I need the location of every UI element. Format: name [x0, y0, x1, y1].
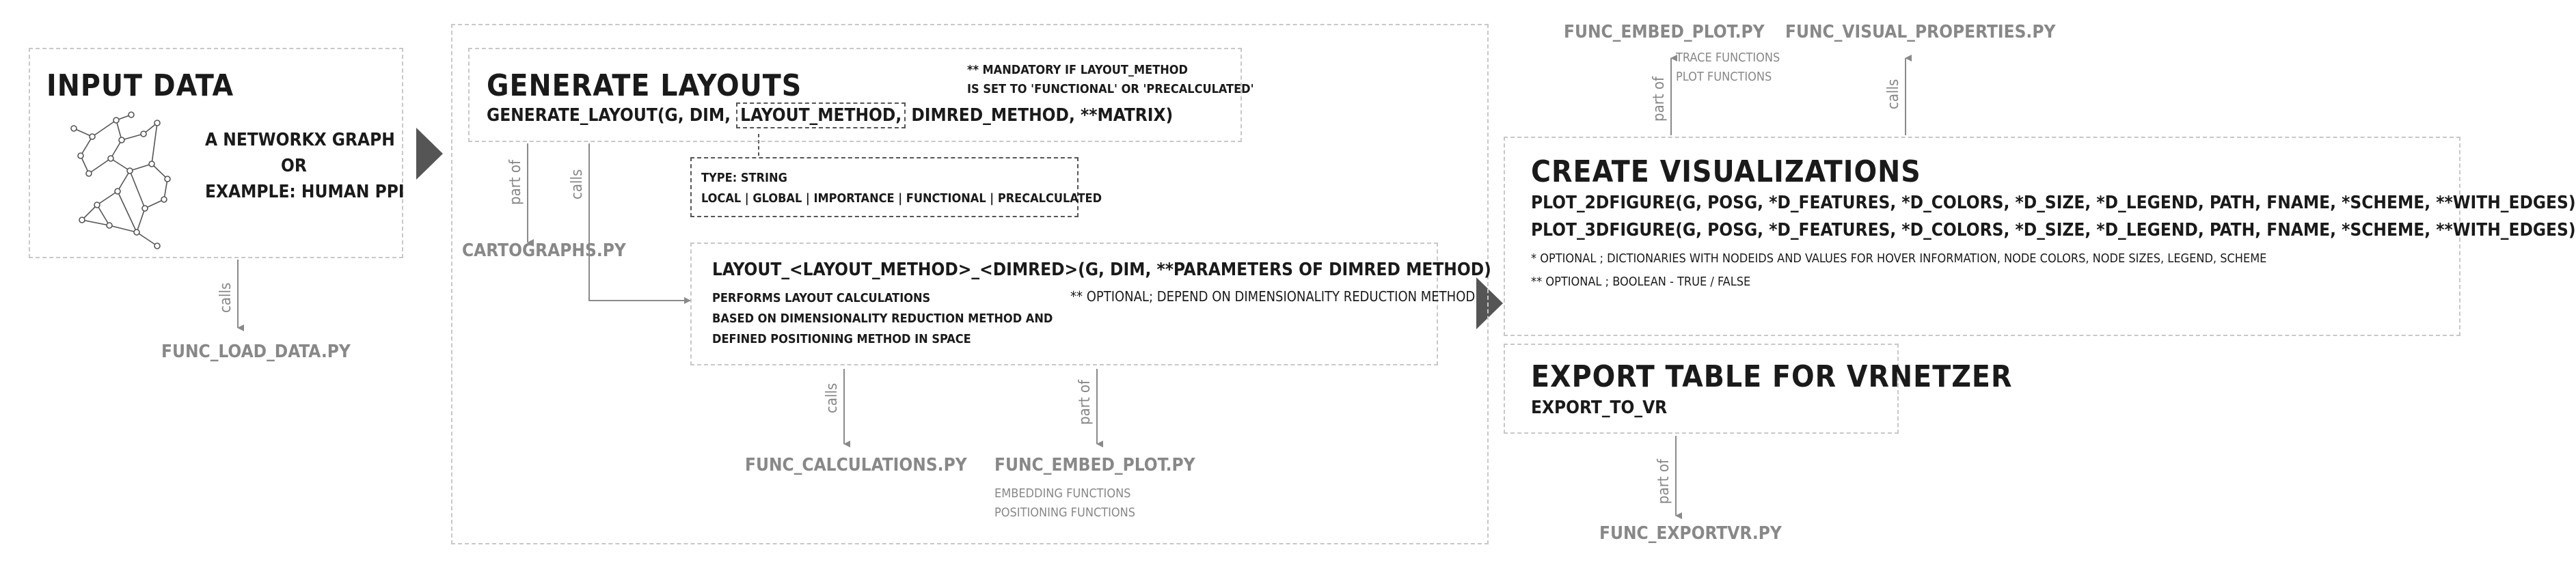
viz-calls-label: calls — [1885, 79, 1902, 109]
cartographs-file: CARTOGRAPHS.PY — [462, 240, 626, 261]
export-signature: EXPORT_TO_VR — [1531, 398, 1668, 418]
export-title: EXPORT TABLE FOR VRNETZER — [1531, 359, 2013, 394]
input-desc-1: A NETWORKX GRAPH — [205, 130, 395, 150]
layout-calc-desc-2: BASED ON DIMENSIONALITY REDUCTION METHOD… — [712, 311, 1053, 326]
viz-optional-note-1: * OPTIONAL ; DICTIONARIES WITH NODEIDS A… — [1531, 251, 2267, 266]
layout-method-type-box — [690, 157, 1079, 217]
create-viz-box — [1504, 137, 2460, 336]
calc-calls-label: calls — [824, 383, 841, 413]
func-exportvr-file: FUNC_EXPORTVR.PY — [1599, 523, 1782, 544]
export-partof-label: part of — [1655, 459, 1672, 504]
signature-pre: GENERATE_LAYOUT(G, DIM, — [487, 105, 731, 126]
input-data-title: INPUT DATA — [46, 68, 234, 103]
network-graph-icon — [70, 111, 171, 249]
layout-calc-desc-1: PERFORMS LAYOUT CALCULATIONS — [712, 291, 931, 305]
viz-partof-label: part of — [1651, 77, 1668, 122]
viz-embed-desc-1: TRACE FUNCTIONS — [1676, 51, 1780, 65]
viz-embed-desc-2: PLOT FUNCTIONS — [1676, 70, 1772, 84]
generate-layout-box — [468, 48, 1242, 142]
layout-calc-signature: LAYOUT_<LAYOUT_METHOD>_<DIMRED>(G, DIM, … — [712, 260, 1491, 280]
layouts-embed-desc-1: EMBEDDING FUNCTIONS — [994, 486, 1131, 501]
layouts-embed-desc-2: POSITIONING FUNCTIONS — [994, 505, 1136, 520]
input-desc-3: EXAMPLE: HUMAN PPI — [205, 182, 405, 202]
layout-calc-note: ** OPTIONAL; DEPEND ON DIMENSIONALITY RE… — [1070, 288, 1476, 305]
arrow-layouts-calls — [588, 143, 691, 304]
input-desc-2: OR — [281, 156, 307, 176]
generate-layout-signature: GENERATE_LAYOUT(G, DIM, LAYOUT_METHOD, D… — [487, 102, 1174, 128]
mandatory-note-2: IS SET TO 'FUNCTIONAL' OR 'PRECALCULATED… — [967, 82, 1254, 96]
input-data-box — [29, 48, 403, 258]
func-load-data-file: FUNC_LOAD_DATA.PY — [161, 342, 351, 362]
flow-arrow-1 — [416, 128, 443, 180]
signature-post: DIMRED_METHOD, **MATRIX) — [911, 105, 1174, 126]
layouts-calls-label: calls — [569, 169, 586, 199]
connector-layer — [70, 55, 1912, 519]
type-options: LOCAL | GLOBAL | IMPORTANCE | FUNCTIONAL… — [701, 191, 1102, 206]
func-visual-properties-file: FUNC_VISUAL_PROPERTIES.PY — [1785, 22, 2056, 42]
layout-method-param: LAYOUT_METHOD, — [736, 102, 906, 128]
type-label: TYPE: STRING — [701, 171, 787, 185]
func-calculations-file: FUNC_CALCULATIONS.PY — [745, 455, 967, 475]
layouts-outer-box — [451, 24, 1489, 544]
viz-optional-note-2: ** OPTIONAL ; BOOLEAN - TRUE / FALSE — [1531, 275, 1751, 289]
layouts-partof-label: part of — [507, 160, 524, 205]
input-calls-label: calls — [217, 282, 234, 313]
export-box — [1504, 344, 1899, 434]
flow-arrow-2 — [1476, 277, 1503, 329]
create-viz-title: CREATE VISUALIZATIONS — [1531, 154, 1921, 189]
plot-2d-signature: PLOT_2DFIGURE(G, POSG, *D_FEATURES, *D_C… — [1531, 193, 2576, 213]
viz-embed-plot-file: FUNC_EMBED_PLOT.PY — [1564, 22, 1765, 42]
layout-calc-box — [690, 242, 1438, 365]
plot-3d-signature: PLOT_3DFIGURE(G, POSG, *D_FEATURES, *D_C… — [1531, 220, 2576, 240]
mandatory-note-1: ** MANDATORY IF LAYOUT_METHOD — [967, 63, 1188, 77]
generate-layouts-title: GENERATE LAYOUTS — [487, 68, 802, 103]
layout-calc-desc-3: DEFINED POSITIONING METHOD IN SPACE — [712, 332, 971, 346]
calc-partof-label: part of — [1076, 380, 1094, 425]
layouts-embed-plot-file: FUNC_EMBED_PLOT.PY — [994, 455, 1195, 475]
